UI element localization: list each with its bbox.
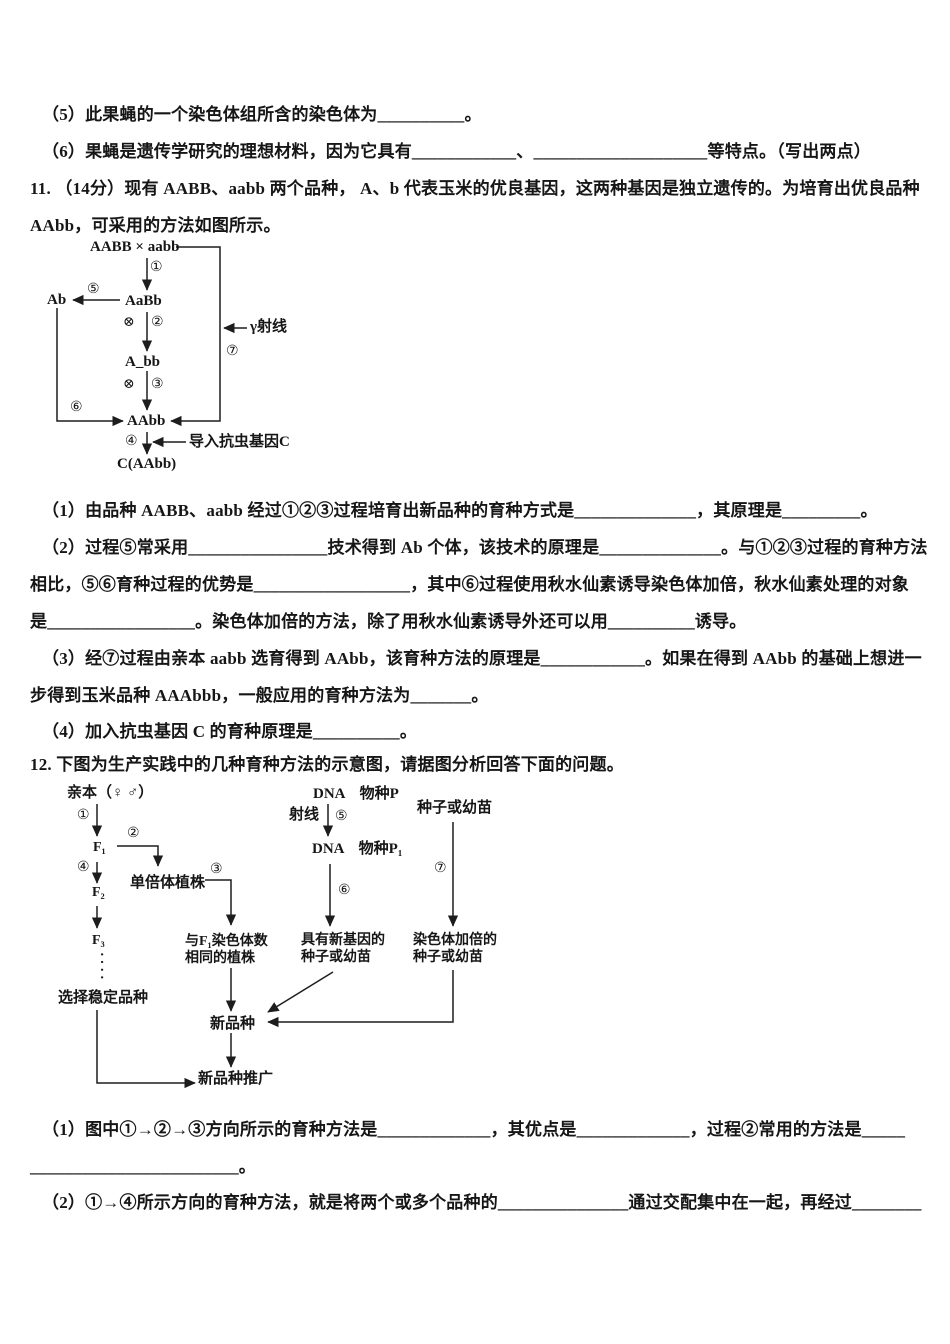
d1-insert-gene-label: 导入抗虫基因C xyxy=(189,434,290,450)
d2-new-gene-label-line1: 具有新基因的 xyxy=(301,933,385,948)
d2-new-gene-label-line2: 种子或幼苗 xyxy=(301,950,371,965)
d2-dna-species-p-label: DNA 物种P xyxy=(313,786,399,802)
d2-step3-badge: ③ xyxy=(210,862,223,877)
d2-haploid-label: 单倍体植株 xyxy=(130,875,206,891)
d1-f1-genotype-label: AaBb xyxy=(125,293,162,309)
d2-same-chromosome-label-line1: 与F₁染色体数 xyxy=(185,934,268,949)
d1-gamma-ray-label: γ射线 xyxy=(250,319,288,335)
question-11-intro-1: 11. （14分）现有 AABB、aabb 两个品种， A、b 代表玉米的优良基… xyxy=(30,179,920,198)
d2-new-variety-label: 新品种 xyxy=(210,1016,256,1032)
d2-promotion-label: 新品种推广 xyxy=(198,1071,274,1087)
d1-step2-badge: ② xyxy=(151,315,164,330)
d1-step1-badge: ① xyxy=(150,260,163,275)
d2-step4-badge: ④ xyxy=(77,860,90,875)
d1-step7-badge: ⑦ xyxy=(226,344,239,359)
d1-gamete-label: Ab xyxy=(47,292,67,308)
d2-parents-label: 亲本（♀ ♂） xyxy=(67,785,154,801)
question-11-2-line2: 相比，⑤⑥育种过程的优势是__________________，其中⑥过程使用秋… xyxy=(30,575,909,594)
question-11-3-line2: 步得到玉米品种 AAAbbb，一般应用的育种方法为_______。 xyxy=(30,686,489,705)
d1-cross-label: AABB × aabb xyxy=(90,239,180,255)
d2-dna-species-p1-label: DNA 物种P₁ xyxy=(312,841,403,857)
d2-step1-badge: ① xyxy=(77,808,90,823)
d2-f2-label: F₂ xyxy=(92,885,105,900)
d2-doubled-label-line1: 染色体加倍的 xyxy=(413,933,497,948)
question-12-1-line1: （1）图中①→②→③方向所示的育种方法是_____________，其优点是__… xyxy=(42,1120,906,1139)
d1-step3-badge: ③ xyxy=(151,377,164,392)
d1-step5-badge: ⑤ xyxy=(87,282,100,297)
d2-step5-badge: ⑤ xyxy=(335,809,348,824)
question-11-2-line3: 是_________________。染色体加倍的方法，除了用秋水仙素诱导外还可… xyxy=(30,612,747,631)
d2-f1-label: F₁ xyxy=(93,840,106,855)
q11-breeding-diagram: AABB × aabb ① Ab ⑤ AaBb ⊗ ② A_bb ⊗ ③ ⑥ A… xyxy=(40,238,340,483)
q11-diagram-arrows xyxy=(56,246,247,455)
q12-diagram-arrows xyxy=(91,804,459,1089)
question-12-2-text: （2）①→④所示方向的育种方法，就是将两个或多个品种的_____________… xyxy=(42,1193,922,1212)
d1-step6-badge: ⑥ xyxy=(70,400,83,415)
question-12-1-line2: ________________________。 xyxy=(30,1157,256,1176)
question-11-1-text: （1）由品种 AABB、aabb 经过①②③过程培育出新品种的育种方式是____… xyxy=(42,501,878,520)
d1-target-genotype-label: AAbb xyxy=(127,413,166,429)
d2-f3-label: F₃ xyxy=(92,933,105,948)
d2-select-stable-label: 选择稳定品种 xyxy=(58,990,149,1006)
d2-step6-badge: ⑥ xyxy=(338,883,351,898)
d2-ray-label: 射线 xyxy=(289,807,320,823)
d1-selfing-icon: ⊗ xyxy=(123,315,135,330)
d2-step2-badge: ② xyxy=(127,826,140,841)
question-11-2-line1: （2）过程⑤常采用________________技术得到 Ab 个体，该技术的… xyxy=(42,538,928,557)
question-11-4-text: （4）加入抗虫基因 C 的育种原理是__________。 xyxy=(42,722,418,741)
q12-breeding-diagram: 亲本（♀ ♂） ① F₁ ② ④ 单倍体植株 ③ F₂ F₃ ···· 选择稳定… xyxy=(55,780,535,1105)
d2-doubled-label-line2: 种子或幼苗 xyxy=(413,950,483,965)
d1-result-label: C(AAbb) xyxy=(117,456,177,472)
d2-step7-badge: ⑦ xyxy=(434,861,447,876)
d2-generation-ellipsis: ···· xyxy=(93,952,109,983)
question-6-text: （6）果蝇是遗传学研究的理想材料，因为它具有____________、_____… xyxy=(42,142,871,161)
question-11-3-line1: （3）经⑦过程由亲本 aabb 选育得到 AAbb，该育种方法的原理是_____… xyxy=(42,649,922,668)
d1-selfing-icon: ⊗ xyxy=(123,377,135,392)
question-5-text: （5）此果蝇的一个染色体组所含的染色体为__________。 xyxy=(42,105,482,124)
d1-abb-genotype-label: A_bb xyxy=(125,354,161,370)
question-12-intro: 12. 下图为生产实践中的几种育种方法的示意图，请据图分析回答下面的问题。 xyxy=(30,755,624,774)
d2-seed-seedling-label: 种子或幼苗 xyxy=(417,800,493,816)
question-11-intro-2: AAbb，可采用的方法如图所示。 xyxy=(30,216,281,235)
d2-same-chromosome-label-line2: 相同的植株 xyxy=(185,951,255,966)
d1-step4-badge: ④ xyxy=(125,434,138,449)
